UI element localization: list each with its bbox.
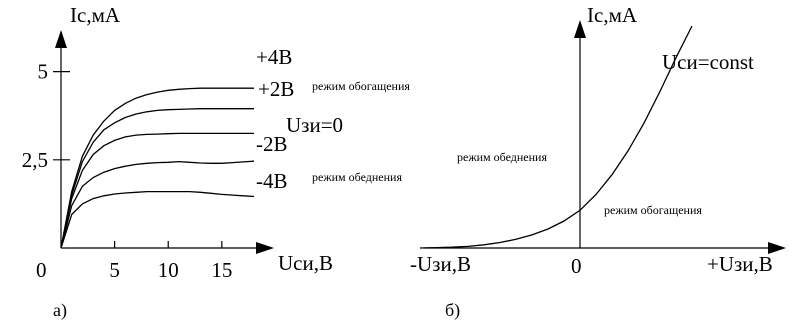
chart-a: Iс,мА Uси,В 0 а) режим обогащения режим … (22, 3, 411, 320)
chart-a-series-label-3: -2В (256, 132, 288, 156)
chart-a-curves (60, 87, 255, 249)
chart-a-series-4 (60, 190, 255, 249)
chart-a-series-labels: +4В +2В Uзи=0-2В -4В (256, 45, 343, 193)
chart-b-series-label-0: Uси=const (662, 50, 754, 74)
chart-a-ticks: 5 10 15 2,5 5 (22, 60, 233, 282)
chart-a-panel-label: а) (53, 300, 67, 320)
chart-a-ylabel: Iс,мА (70, 3, 121, 27)
chart-a-series-label-1: +2В (258, 77, 294, 101)
chart-a-ytick-label-0: 2,5 (22, 148, 48, 172)
chart-a-series-0 (60, 87, 254, 249)
chart-a-xtick-label-3: 15 (211, 258, 232, 282)
chart-a-series-2 (60, 132, 254, 249)
chart-b-annotation-depletion: режим обеднения (457, 150, 547, 164)
chart-b-annotation-enrichment: режим обогащения (604, 203, 702, 217)
chart-a-xlabel: Uси,В (278, 251, 333, 275)
chart-b-series-0 (419, 25, 693, 249)
chart-b-panel-label: б) (445, 300, 460, 320)
chart-a-series-3 (60, 160, 255, 249)
chart-a-series-label-0: +4В (256, 45, 292, 69)
chart-b-xlabel-negative: -Uзи,В (410, 252, 471, 276)
chart-b-series-labels: Uси=const (662, 50, 754, 74)
chart-a-series-label-4: -4В (256, 169, 288, 193)
chart-a-annotation-enrichment: режим обогащения (312, 79, 410, 93)
chart-b-curves (419, 25, 693, 249)
chart-a-origin: 0 (36, 258, 47, 282)
chart-a-series-label-2: Uзи=0 (286, 113, 343, 137)
chart-a-xtick-label-2: 10 (158, 258, 179, 282)
chart-b-xlabel-positive: +Uзи,В (707, 252, 773, 276)
chart-a-ytick-label-1: 5 (38, 60, 49, 84)
chart-a-series-1 (60, 108, 254, 249)
chart-a-xtick-label-1: 5 (109, 258, 120, 282)
chart-a-annotation-depletion: режим обеднения (312, 170, 402, 184)
chart-b: Iс,мА +Uзи,В -Uзи,В 0 б) режим обеднения… (410, 3, 786, 320)
chart-b-origin: 0 (571, 254, 582, 278)
chart-b-ylabel: Iс,мА (587, 3, 638, 27)
